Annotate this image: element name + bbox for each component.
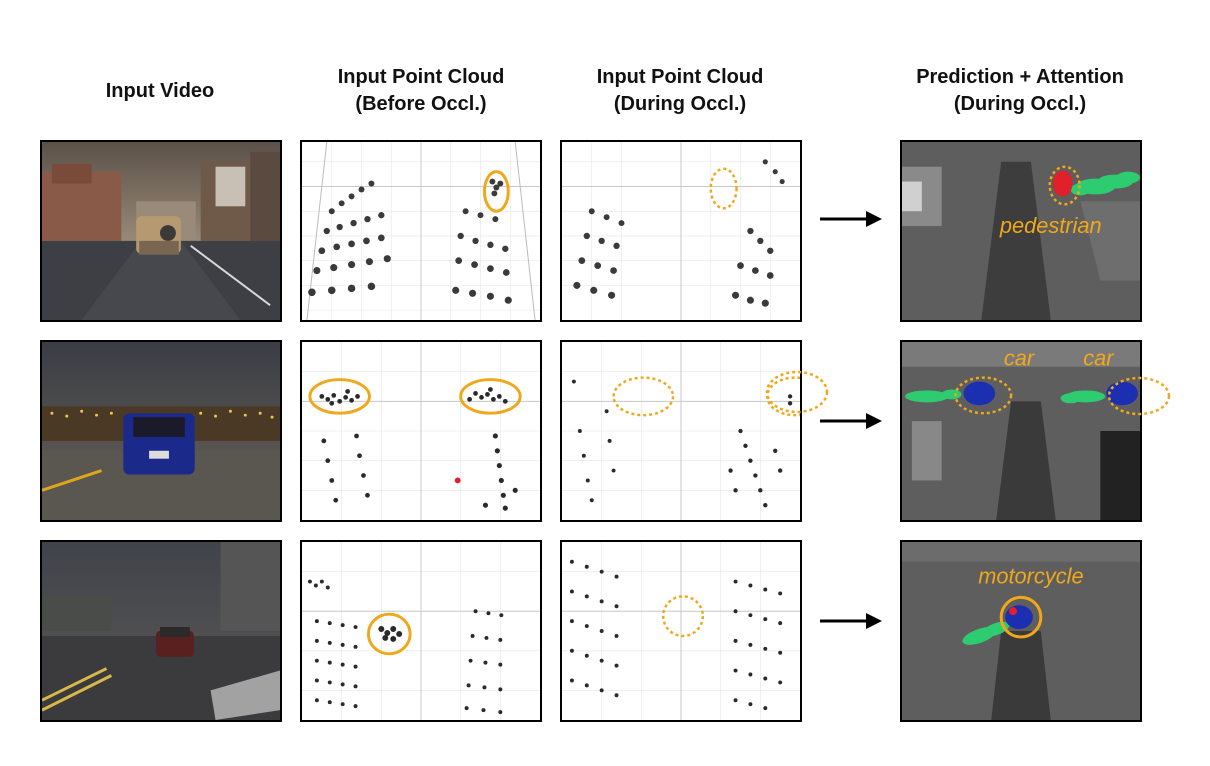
header-during-occlusion: Input Point Cloud (During Occl.) [596, 66, 764, 115]
highlight-ring [482, 170, 510, 213]
arrow-icon [820, 613, 882, 629]
header-input-video: Input Video [105, 80, 215, 102]
prediction-row1: pedestrian [900, 140, 1142, 322]
highlight-ring [954, 376, 1013, 415]
video-frame-row2 [40, 340, 282, 522]
highlight-ring [308, 378, 371, 415]
point-cloud-during-row3 [560, 540, 802, 722]
label-motorcycle: motorcycle [978, 564, 1083, 589]
point-cloud-before-row1 [300, 140, 542, 322]
prediction-row3: motorcycle [900, 540, 1142, 722]
highlight-ring [459, 378, 522, 415]
point-cloud-during-row1 [560, 140, 802, 322]
label-car: car [1083, 346, 1114, 371]
video-frame-row1 [40, 140, 282, 322]
point-cloud-before-row2 [300, 340, 542, 522]
highlight-ring [1107, 376, 1171, 416]
highlight-ring [366, 612, 412, 656]
header-prediction-attention: Prediction + Attention (During Occl.) [916, 66, 1124, 115]
label-pedestrian: pedestrian [999, 213, 1102, 238]
header-before-occlusion: Input Point Cloud (Before Occl.) [337, 66, 505, 115]
arrow-icon [820, 413, 882, 429]
label-car: car [1004, 346, 1035, 371]
highlight-ring [765, 370, 829, 414]
arrow-icon [820, 211, 882, 227]
highlight-ring [999, 595, 1043, 639]
video-frame-row3 [40, 540, 282, 722]
highlight-ring [661, 595, 705, 638]
point-cloud-before-row3 [300, 540, 542, 722]
highlight-ring [709, 167, 738, 210]
prediction-row2: car car [900, 340, 1142, 522]
